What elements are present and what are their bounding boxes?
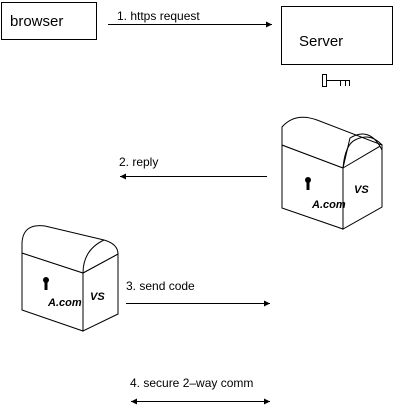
key-icon <box>322 74 350 87</box>
keyhole-icon <box>43 277 49 290</box>
client-chest: VS A.com <box>21 225 119 332</box>
arrow-step3: 3. send code <box>126 279 270 307</box>
browser-label: browser <box>10 13 63 30</box>
step4-label: 4. secure 2–way comm <box>130 376 253 390</box>
browser-box <box>1 2 97 40</box>
step1-label: 1. https request <box>117 9 200 23</box>
server-chest-mark: VS <box>354 184 369 196</box>
arrow-step1: 1. https request <box>108 9 272 28</box>
client-chest-mark: VS <box>90 291 105 303</box>
client-chest-owner: A.com <box>47 297 82 309</box>
server-node: Server <box>281 6 393 65</box>
server-chest-owner: A.com <box>311 199 346 211</box>
server-box <box>281 6 393 65</box>
browser-node: browser <box>1 2 97 40</box>
arrow-step2: 2. reply <box>119 155 267 180</box>
server-label: Server <box>299 33 343 50</box>
step3-label: 3. send code <box>126 279 195 293</box>
keyhole-icon <box>305 177 311 190</box>
arrow-step4: 4. secure 2–way comm <box>130 376 270 405</box>
server-chest: VS A.com <box>281 116 383 230</box>
step2-label: 2. reply <box>119 155 158 169</box>
